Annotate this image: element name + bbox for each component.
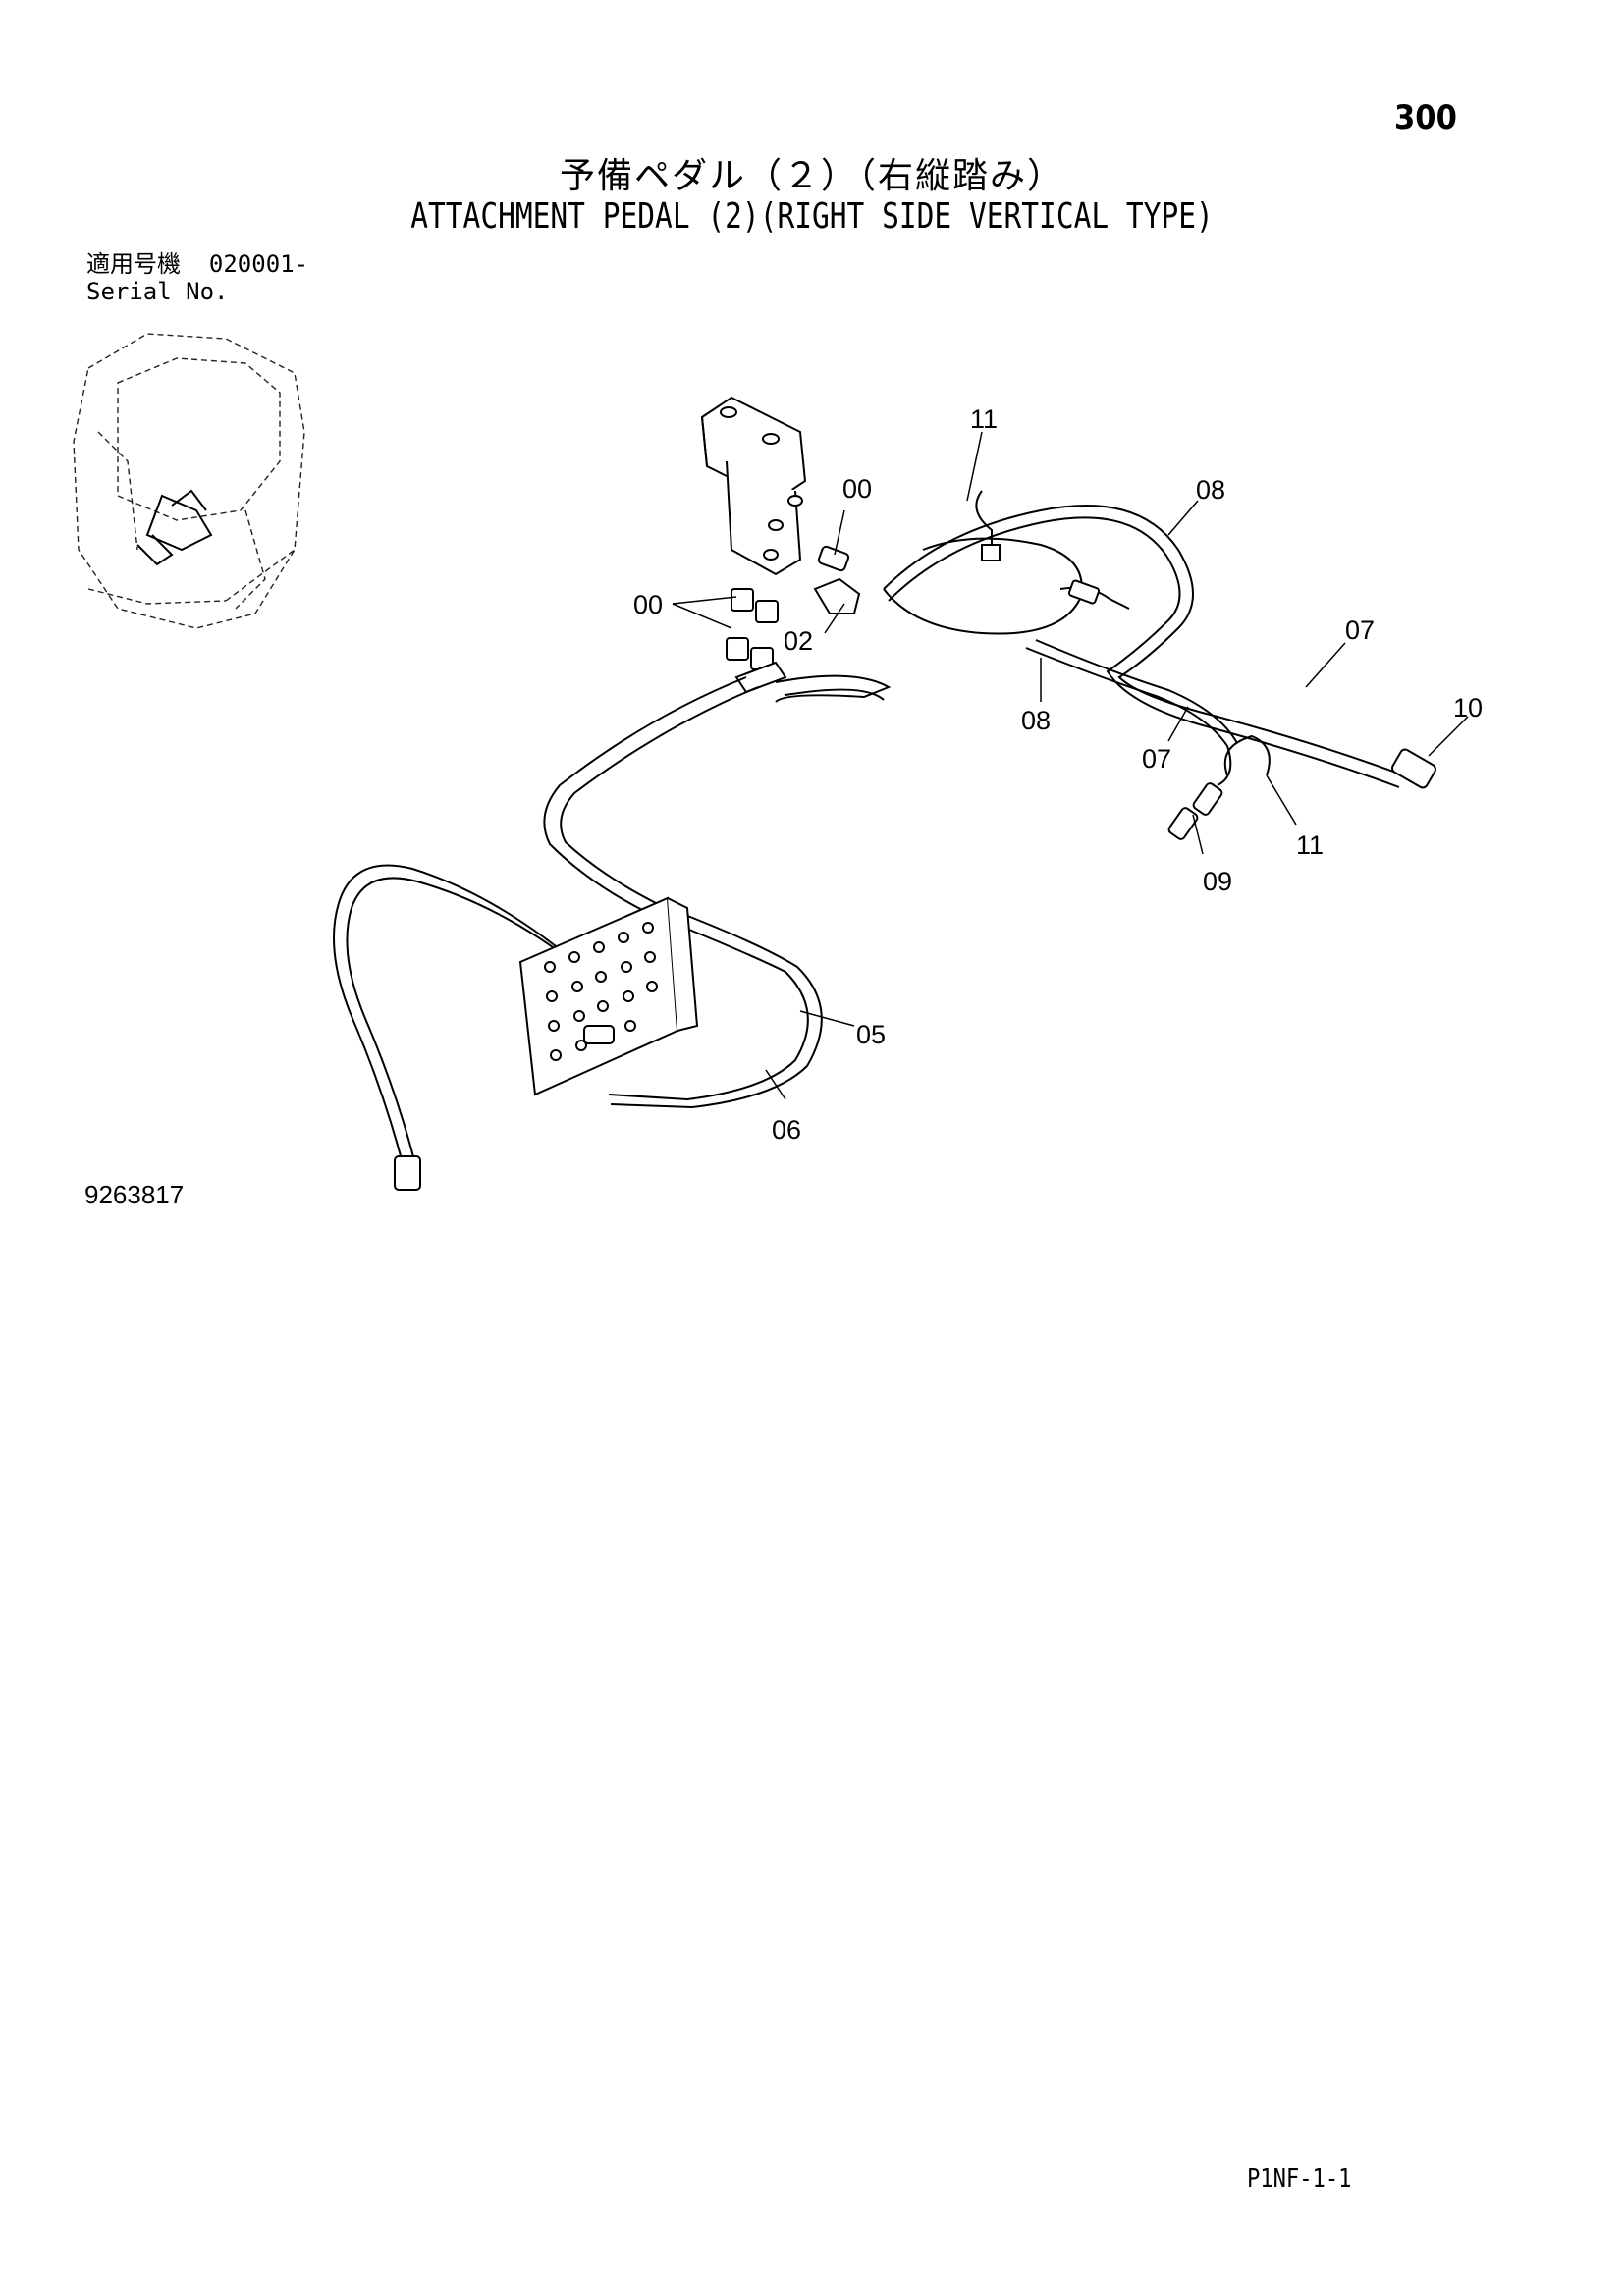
- callout-07-right: 07: [1345, 615, 1375, 645]
- callout-11-top: 11: [970, 404, 998, 434]
- figure-number: 9263817: [84, 1180, 185, 1209]
- page-title-english: ATTACHMENT PEDAL (2)(RIGHT SIDE VERTICAL…: [410, 196, 1214, 237]
- callout-08-top: 08: [1196, 475, 1225, 505]
- callout-00-left: 00: [633, 590, 663, 619]
- serial-label-en: Serial No.: [86, 278, 229, 305]
- callout-09: 09: [1203, 867, 1232, 896]
- callout-07-mid: 07: [1142, 744, 1171, 774]
- cab-location-inset: [73, 333, 305, 629]
- callout-08-mid: 08: [1021, 706, 1051, 735]
- callout-06: 06: [772, 1115, 801, 1145]
- serial-block: 適用号機 020001- Serial No.: [86, 250, 308, 305]
- hoses-07-08: [883, 490, 1436, 840]
- callout-02: 02: [784, 626, 813, 656]
- serial-label-jp: 適用号機: [86, 250, 181, 278]
- serial-line-jp: 適用号機 020001-: [86, 250, 308, 278]
- fittings: [726, 545, 861, 694]
- page-title-japanese: 予備ペダル（２）（右縦踏み）: [559, 156, 1064, 196]
- callout-11-bottom: 11: [1296, 830, 1324, 860]
- mounting-plate: [518, 896, 699, 1096]
- pedal-valve: [700, 396, 807, 576]
- page-number: 300: [1394, 98, 1457, 137]
- callout-05: 05: [856, 1020, 886, 1049]
- callout-00-right: 00: [842, 474, 872, 504]
- serial-number: 020001-: [208, 250, 309, 278]
- leader-lines: [672, 431, 1469, 1100]
- footer-code: P1NF-1-1: [1247, 2164, 1352, 2194]
- callout-10: 10: [1453, 693, 1483, 722]
- long-hose-left: [333, 864, 580, 1191]
